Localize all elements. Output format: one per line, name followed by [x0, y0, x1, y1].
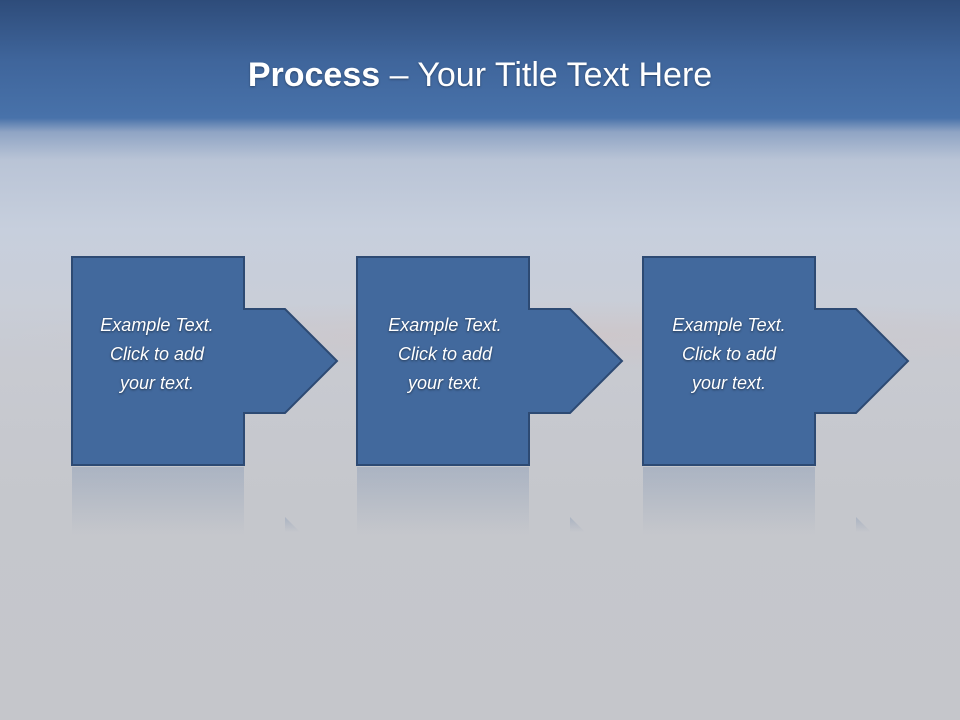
step-3-line-3: your text.: [691, 373, 767, 393]
step-1-line-1: Example Text.: [100, 315, 214, 335]
step-1-line-2: Click to add: [109, 344, 205, 364]
process-step-2-text[interactable]: Example Text. Click to add your text.: [360, 311, 530, 398]
step-3-line-2: Click to add: [681, 344, 777, 364]
step-2-line-3: your text.: [407, 373, 483, 393]
process-step-1-text[interactable]: Example Text. Click to add your text.: [72, 311, 242, 398]
step-2-line-1: Example Text.: [388, 315, 502, 335]
step-3-line-1: Example Text.: [672, 315, 786, 335]
title-bold-part: Process: [247, 56, 381, 94]
process-step-3-shape: [642, 256, 910, 466]
process-step-2[interactable]: [356, 256, 624, 535]
slide-title[interactable]: Process – Your Title Text Here: [0, 50, 960, 100]
process-step-3[interactable]: [642, 256, 910, 535]
process-step-3-reflection: [642, 467, 871, 535]
process-step-1-reflection: [71, 467, 300, 535]
process-step-1-shape: [71, 256, 339, 466]
process-step-2-shape: [356, 256, 624, 466]
process-step-2-reflection: [356, 467, 585, 535]
step-2-line-2: Click to add: [397, 344, 493, 364]
process-step-3-text[interactable]: Example Text. Click to add your text.: [644, 311, 814, 398]
process-step-1[interactable]: [71, 256, 339, 535]
step-1-line-3: your text.: [119, 373, 195, 393]
title-rest-part: – Your Title Text Here: [380, 56, 713, 94]
